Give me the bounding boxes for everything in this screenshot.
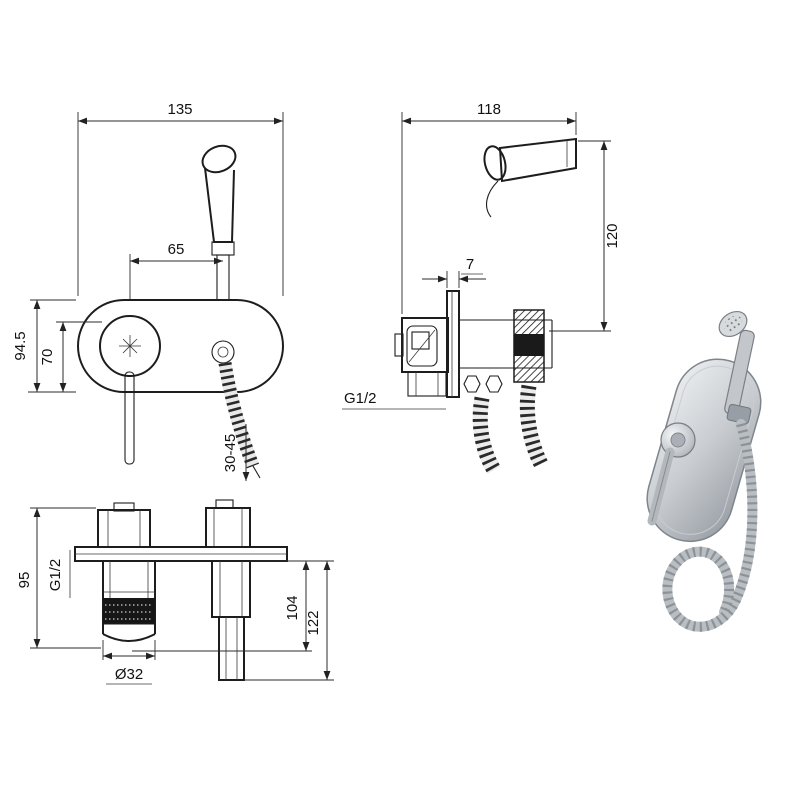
- dim-front-drop: 70: [39, 349, 56, 366]
- label-bottom-thread: G1/2: [47, 559, 64, 592]
- front-plate: [77, 299, 284, 393]
- render-hose: [662, 419, 758, 632]
- hand-shower-side: [483, 137, 577, 218]
- render-knob: [647, 422, 696, 526]
- front-view: 135 65: [12, 101, 284, 481]
- label-side-thread: G1/2: [344, 390, 377, 407]
- dim-bottom-depth-inner: 104: [284, 595, 301, 620]
- front-hose: [211, 340, 261, 479]
- side-view: 118 120 7 G1/2: [342, 101, 621, 474]
- top-view: 95 G1/2 Ø32: [16, 499, 334, 685]
- render-sprayer: [718, 310, 755, 425]
- side-holder: [459, 309, 553, 393]
- dim-front-offset: 65: [168, 241, 185, 258]
- bottom-uprights: [97, 499, 251, 548]
- front-handle: [99, 315, 161, 465]
- dim-bottom-height: 95: [16, 572, 33, 589]
- perspective-view: [646, 310, 762, 632]
- dim-side-height: 120: [604, 223, 621, 248]
- dim-front-height: 94.5: [12, 331, 29, 360]
- dim-side-width: 118: [477, 101, 501, 118]
- dim-side-thickness: 7: [466, 256, 474, 273]
- bottom-cylinder: [102, 561, 156, 642]
- dim-bottom-depth-total: 122: [305, 610, 322, 635]
- side-hoses: [472, 384, 548, 474]
- dim-hose-angle: 30-45: [222, 434, 239, 472]
- bottom-spout: [211, 560, 251, 681]
- dim-bottom-diameter: Ø32: [115, 666, 143, 683]
- dim-front-width: 135: [167, 101, 192, 118]
- side-valve-body: [394, 317, 449, 397]
